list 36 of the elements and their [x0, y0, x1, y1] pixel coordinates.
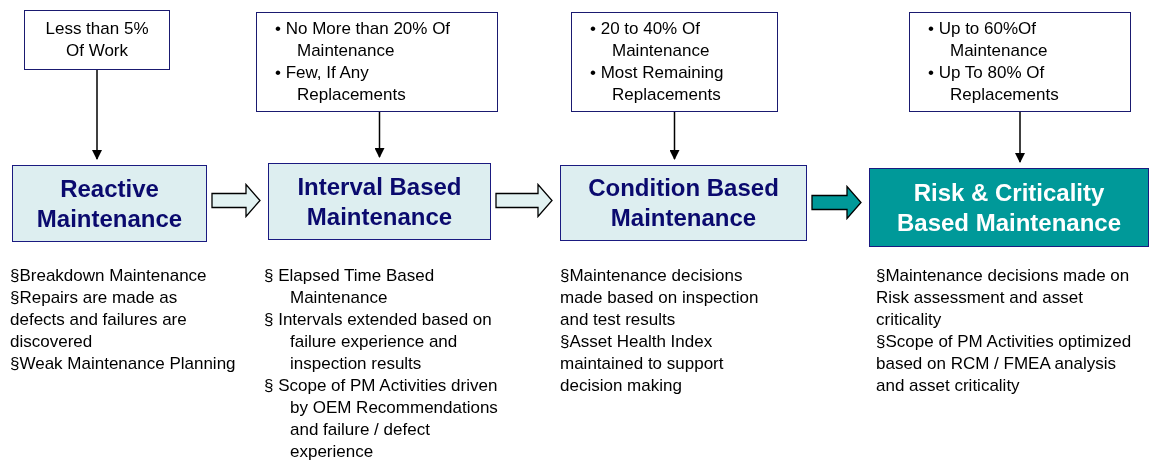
bullet-text: • No More than 20% Of Maintenance [275, 18, 452, 62]
stage-title: Condition Based Maintenance [587, 173, 780, 233]
stage-box [560, 165, 807, 241]
stage-box [12, 165, 207, 242]
block-arrow [811, 184, 862, 221]
stage-box [268, 163, 491, 240]
note-box [256, 12, 498, 112]
bullet-text: • Most Remaining Replacements [590, 62, 725, 106]
bullet-text: • Few, If Any Replacements [275, 62, 407, 106]
bullet-text: § Elapsed Time Based Maintenance [264, 265, 436, 309]
arrow [669, 111, 680, 160]
bullet-text: §Maintenance decisions made based on inspection and test results [560, 265, 760, 331]
bullet-text: §Repairs are made as defects and failures are discovered [10, 287, 188, 353]
stage-title: Risk & Criticality Based Maintenance [895, 177, 1123, 238]
bullet-text: • 20 to 40% Of Maintenance [590, 18, 711, 62]
block-arrow [495, 182, 553, 219]
stage-box [869, 168, 1149, 247]
arrow [374, 111, 385, 158]
arrow [1015, 111, 1025, 163]
block-arrow [211, 182, 261, 219]
bullet-text: § Scope of PM Activities driven by OEM Recommendations and failure / defect experience [264, 375, 499, 463]
bullet-text: §Asset Health Index maintained to support decision making [560, 331, 725, 397]
bullet-text: §Scope of PM Activities optimized based on RCM / FMEA analysis and asset criticality [876, 331, 1133, 397]
note-box [571, 12, 778, 112]
note-text: Less than 5% Of Work [44, 18, 150, 62]
bullet-text: • Up To 80% Of Replacements [928, 62, 1060, 106]
note-box [24, 10, 170, 70]
arrow [92, 69, 102, 160]
stage-title: Reactive Maintenance [35, 173, 184, 234]
bullet-text: § Intervals extended based on failure experience and inspection results [264, 309, 493, 375]
bullet-text: §Breakdown Maintenance [10, 265, 208, 287]
bullet-text: §Maintenance decisions made on Risk assessment and asset criticality [876, 265, 1131, 331]
note-box [909, 12, 1131, 112]
bullet-text: §Weak Maintenance Planning [10, 353, 236, 375]
bullet-text: • Up to 60%Of Maintenance [928, 18, 1049, 62]
stage-title: Interval Based Maintenance [296, 171, 463, 232]
